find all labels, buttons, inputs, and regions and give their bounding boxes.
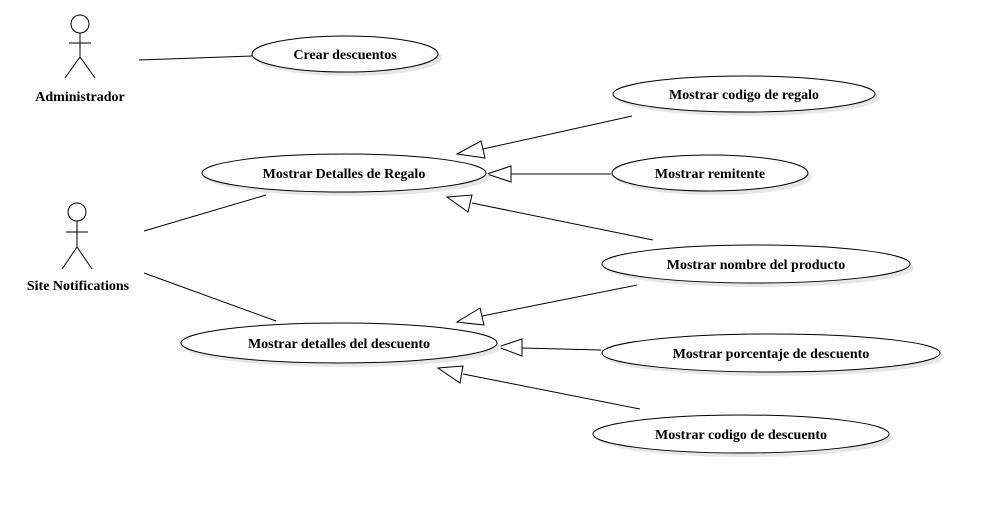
actor-site-notifications[interactable]: Site Notifications (27, 202, 130, 294)
use-case-mostrar-codigo-regalo[interactable]: Mostrar codigo de regalo (612, 75, 879, 116)
stick-figure-icon (61, 202, 93, 270)
stick-figure-icon (64, 14, 96, 79)
use-case-mostrar-nombre-producto[interactable]: Mostrar nombre del producto (601, 244, 914, 287)
use-case-mostrar-codigo-descuento[interactable]: Mostrar codigo de descuento (592, 414, 893, 457)
use-case-label: Mostrar detalles del descuento (248, 337, 430, 352)
generalization-arrows (436, 115, 654, 410)
use-case-label: Mostrar Detalles de Regalo (263, 167, 426, 182)
actor-label: Site Notifications (27, 279, 130, 294)
use-case-mostrar-porcentaje-descuento[interactable]: Mostrar porcentaje de descuento (601, 333, 944, 376)
use-case-label: Mostrar remitente (655, 167, 765, 182)
use-case-mostrar-detalles-regalo[interactable]: Mostrar Detalles de Regalo (201, 153, 490, 196)
association-line (138, 55, 253, 61)
use-case-label: Mostrar porcentaje de descuento (673, 347, 870, 362)
use-case-mostrar-remitente[interactable]: Mostrar remitente (611, 154, 812, 195)
use-case-label: Mostrar codigo de descuento (655, 428, 827, 443)
use-case-mostrar-detalles-descuento[interactable]: Mostrar detalles del descuento (180, 322, 501, 367)
use-case-label: Crear descuentos (293, 48, 397, 63)
actor-label: Administrador (35, 90, 124, 105)
association-line (143, 272, 277, 322)
association-line (143, 194, 267, 232)
actor-administrador[interactable]: Administrador (35, 14, 125, 105)
use-case-crear-descuentos[interactable]: Crear descuentos (251, 35, 442, 76)
use-case-label: Mostrar codigo de regalo (669, 88, 819, 103)
use-case-label: Mostrar nombre del producto (667, 258, 846, 273)
